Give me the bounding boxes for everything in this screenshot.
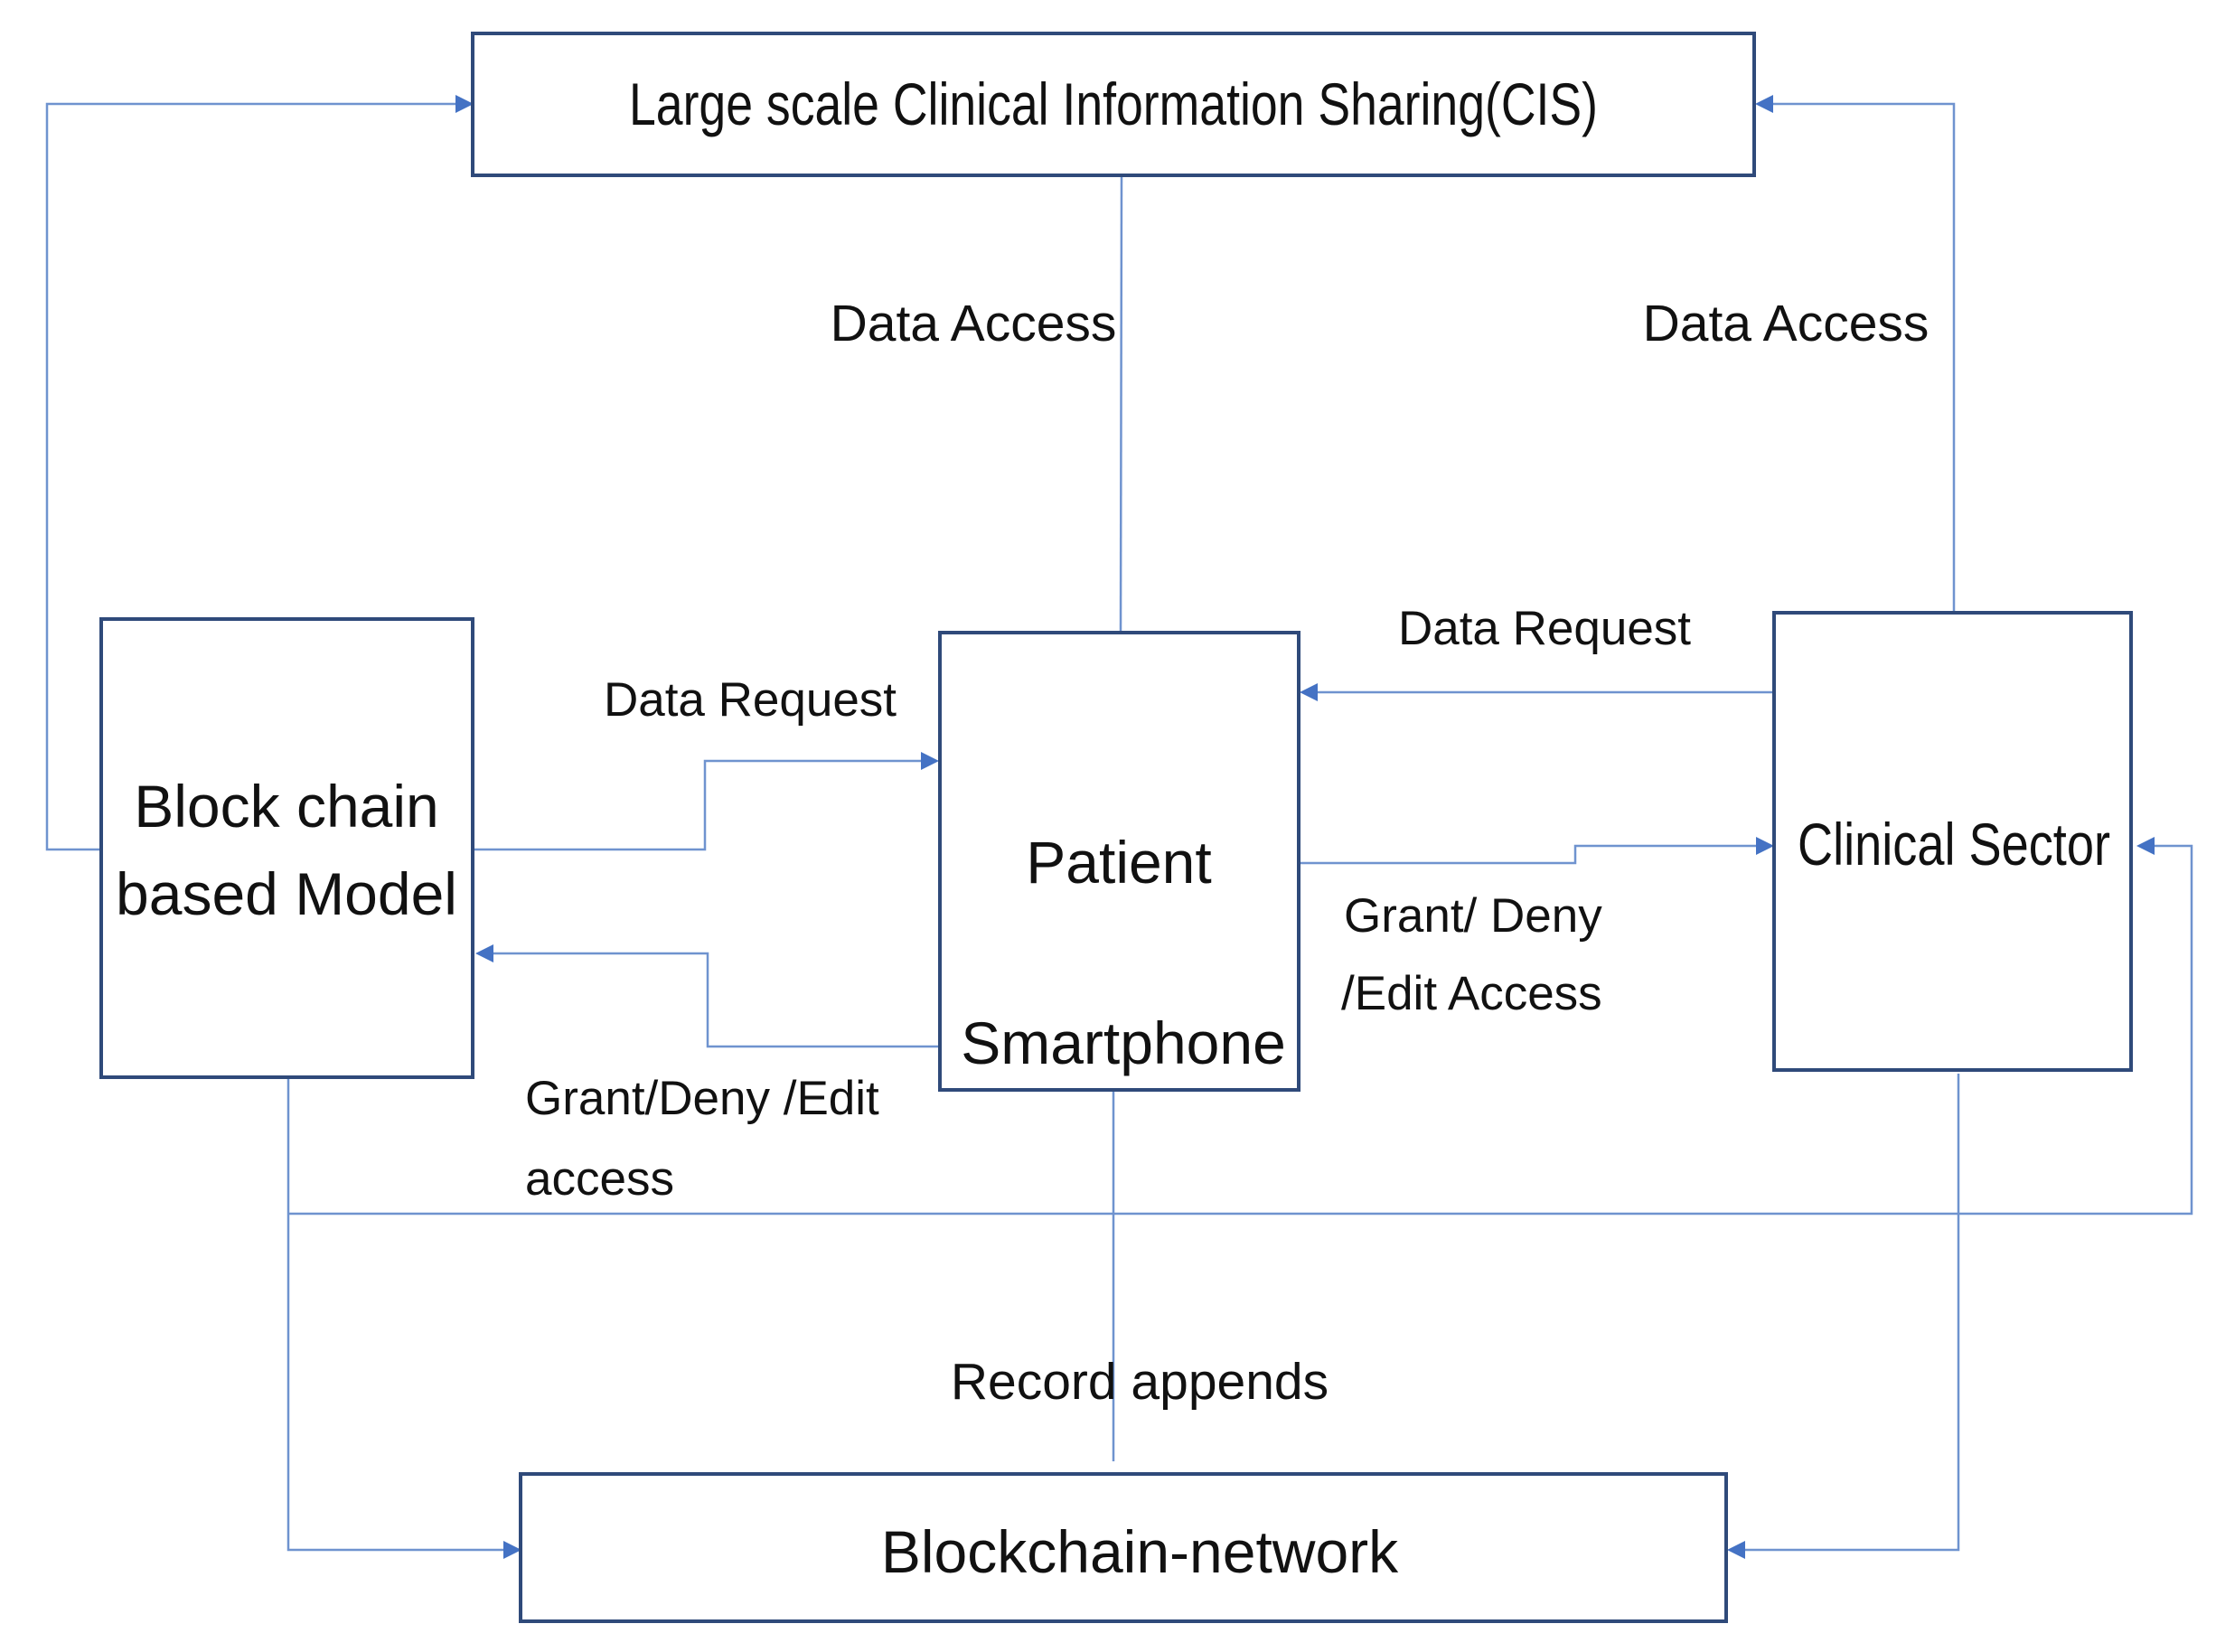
grant-deny-model-line1: Grant/Deny /Edit (525, 1072, 879, 1125)
smartphone-label: Smartphone (961, 1009, 1286, 1076)
arrowhead-model-to-clinical (2136, 837, 2155, 855)
patient-label: Patient (1026, 829, 1211, 896)
blockchain-network-label: Blockchain-network (881, 1518, 1399, 1585)
connector-model-to-clinical (288, 844, 2193, 1216)
connector-clinical-to-cis (1768, 102, 1956, 613)
blockchain-model-label-line2: based Model (116, 860, 457, 927)
arrowhead-patient-to-clinical (1756, 837, 1774, 855)
record-appends-label: Record appends (951, 1353, 1329, 1411)
data-access-label-center: Data Access (831, 295, 1117, 352)
blockchain-model-label-line1: Block chain (134, 773, 439, 840)
clinical-sector-label: Clinical Sector (1798, 811, 2110, 878)
arrowhead-clinical-to-cis (1755, 95, 1773, 113)
connector-model-to-network (286, 1077, 508, 1552)
grant-deny-model-line2: access (525, 1152, 674, 1206)
patient-smartphone-box (938, 631, 1300, 1092)
cis-label: Large scale Clinical Information Sharing… (629, 70, 1598, 137)
data-access-label-right: Data Access (1643, 295, 1930, 352)
arrowhead-patient-to-model (475, 944, 493, 962)
grant-deny-clinical-line1: Grant/ Deny (1344, 889, 1602, 943)
arrowhead-model-to-cis (455, 95, 474, 113)
connector-patient-to-clinical (1300, 844, 1761, 865)
connector-patient-to-model (489, 952, 940, 1048)
connector-model-to-patient (474, 759, 925, 851)
connector-model-to-cis (45, 102, 461, 851)
blockchain-network-box (519, 1472, 1728, 1623)
cis-box (471, 32, 1756, 177)
grant-deny-clinical-line2: /Edit Access (1341, 967, 1602, 1020)
connector-patient-cis (1119, 175, 1123, 634)
blockchain-model-box (99, 617, 474, 1079)
arrowhead-model-to-patient (921, 752, 939, 770)
arrowhead-clinical-to-network (1727, 1541, 1745, 1559)
data-request-label-left: Data Request (604, 673, 897, 727)
arrowhead-model-to-network (503, 1541, 521, 1559)
data-request-label-right: Data Request (1398, 602, 1691, 655)
connector-clinical-to-network (1741, 1074, 1960, 1552)
clinical-sector-box (1772, 611, 2133, 1072)
arrowhead-clinical-to-patient (1300, 683, 1318, 701)
